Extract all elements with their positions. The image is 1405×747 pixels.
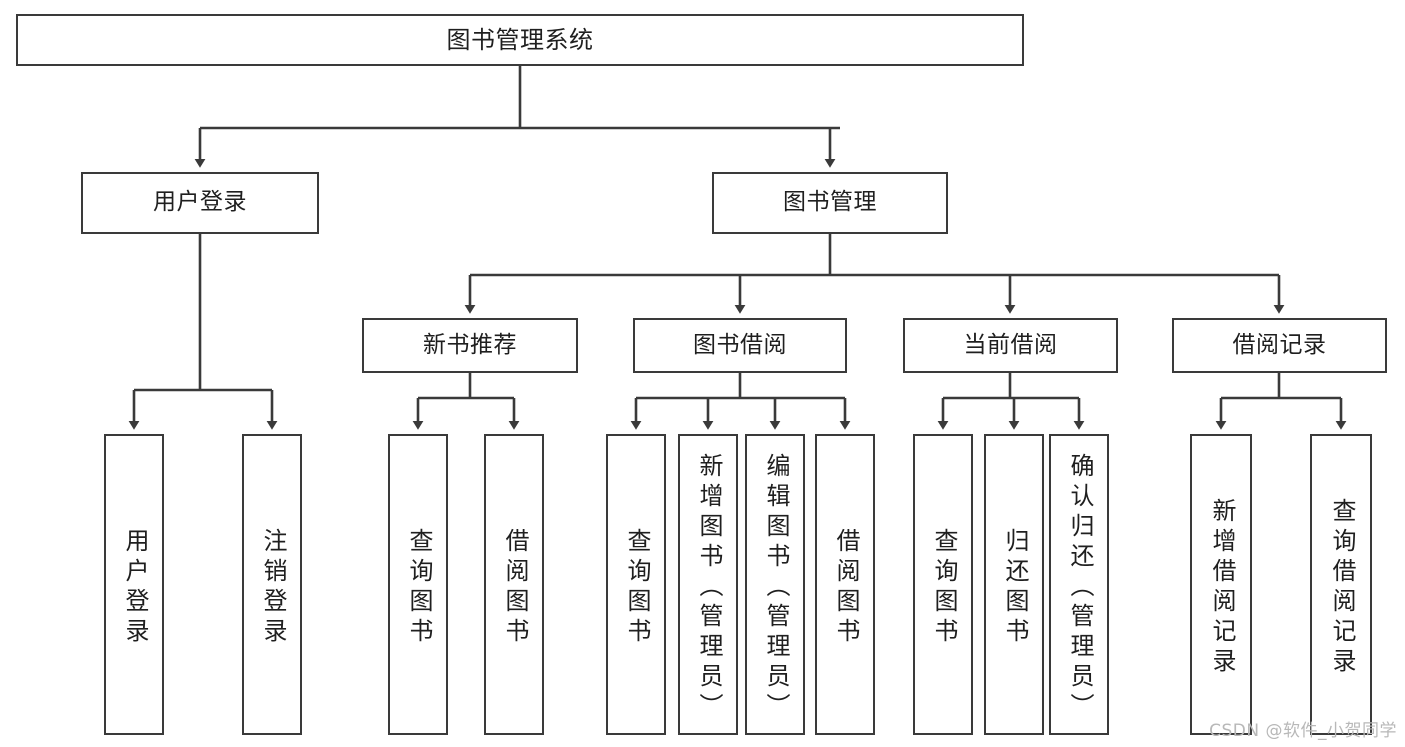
node-leaf-query-book-2-label: 查询图书 xyxy=(622,527,651,648)
node-leaf-confirm-return[interactable]: 确认归还（管理员） xyxy=(1049,434,1109,735)
node-leaf-borrow-book-1-label: 借阅图书 xyxy=(500,527,529,648)
node-leaf-borrow-book-2[interactable]: 借阅图书 xyxy=(815,434,875,735)
node-current-borrow[interactable]: 当前借阅 xyxy=(903,318,1118,373)
node-borrow-record[interactable]: 借阅记录 xyxy=(1172,318,1387,373)
node-leaf-user-login-label: 用户登录 xyxy=(120,527,149,648)
node-new-book-recommend-label: 新书推荐 xyxy=(423,331,517,358)
node-leaf-edit-book[interactable]: 编辑图书（管理员） xyxy=(745,434,805,735)
node-leaf-return-book-label: 归还图书 xyxy=(1000,527,1029,648)
node-leaf-add-book[interactable]: 新增图书（管理员） xyxy=(678,434,738,735)
node-leaf-confirm-return-label: 确认归还（管理员） xyxy=(1065,452,1094,723)
node-leaf-add-book-label: 新增图书（管理员） xyxy=(694,452,723,723)
node-leaf-user-logout[interactable]: 注销登录 xyxy=(242,434,302,735)
node-leaf-add-record[interactable]: 新增借阅记录 xyxy=(1190,434,1252,735)
node-book-manage[interactable]: 图书管理 xyxy=(712,172,948,234)
node-root-label: 图书管理系统 xyxy=(446,25,594,54)
node-leaf-borrow-book-2-label: 借阅图书 xyxy=(831,527,860,648)
node-new-book-recommend[interactable]: 新书推荐 xyxy=(362,318,578,373)
node-user-login[interactable]: 用户登录 xyxy=(81,172,319,234)
node-leaf-query-record[interactable]: 查询借阅记录 xyxy=(1310,434,1372,735)
node-leaf-query-record-label: 查询借阅记录 xyxy=(1327,497,1356,678)
node-leaf-query-book-1-label: 查询图书 xyxy=(404,527,433,648)
node-book-manage-label: 图书管理 xyxy=(783,189,877,216)
node-leaf-borrow-book-1[interactable]: 借阅图书 xyxy=(484,434,544,735)
node-leaf-query-book-3[interactable]: 查询图书 xyxy=(913,434,973,735)
node-leaf-query-book-1[interactable]: 查询图书 xyxy=(388,434,448,735)
node-leaf-return-book[interactable]: 归还图书 xyxy=(984,434,1044,735)
node-leaf-edit-book-label: 编辑图书（管理员） xyxy=(761,452,790,723)
node-leaf-add-record-label: 新增借阅记录 xyxy=(1207,497,1236,678)
node-leaf-query-book-2[interactable]: 查询图书 xyxy=(606,434,666,735)
node-book-borrow-label: 图书借阅 xyxy=(693,331,787,358)
node-leaf-query-book-3-label: 查询图书 xyxy=(929,527,958,648)
node-user-login-label: 用户登录 xyxy=(153,189,247,216)
node-leaf-user-logout-label: 注销登录 xyxy=(258,527,287,648)
node-leaf-user-login[interactable]: 用户登录 xyxy=(104,434,164,735)
node-current-borrow-label: 当前借阅 xyxy=(963,331,1058,358)
node-borrow-record-label: 借阅记录 xyxy=(1232,331,1327,358)
node-book-borrow[interactable]: 图书借阅 xyxy=(633,318,847,373)
csdn-watermark: CSDN @软件_小贺同学 xyxy=(1209,721,1397,741)
node-root[interactable]: 图书管理系统 xyxy=(16,14,1024,66)
